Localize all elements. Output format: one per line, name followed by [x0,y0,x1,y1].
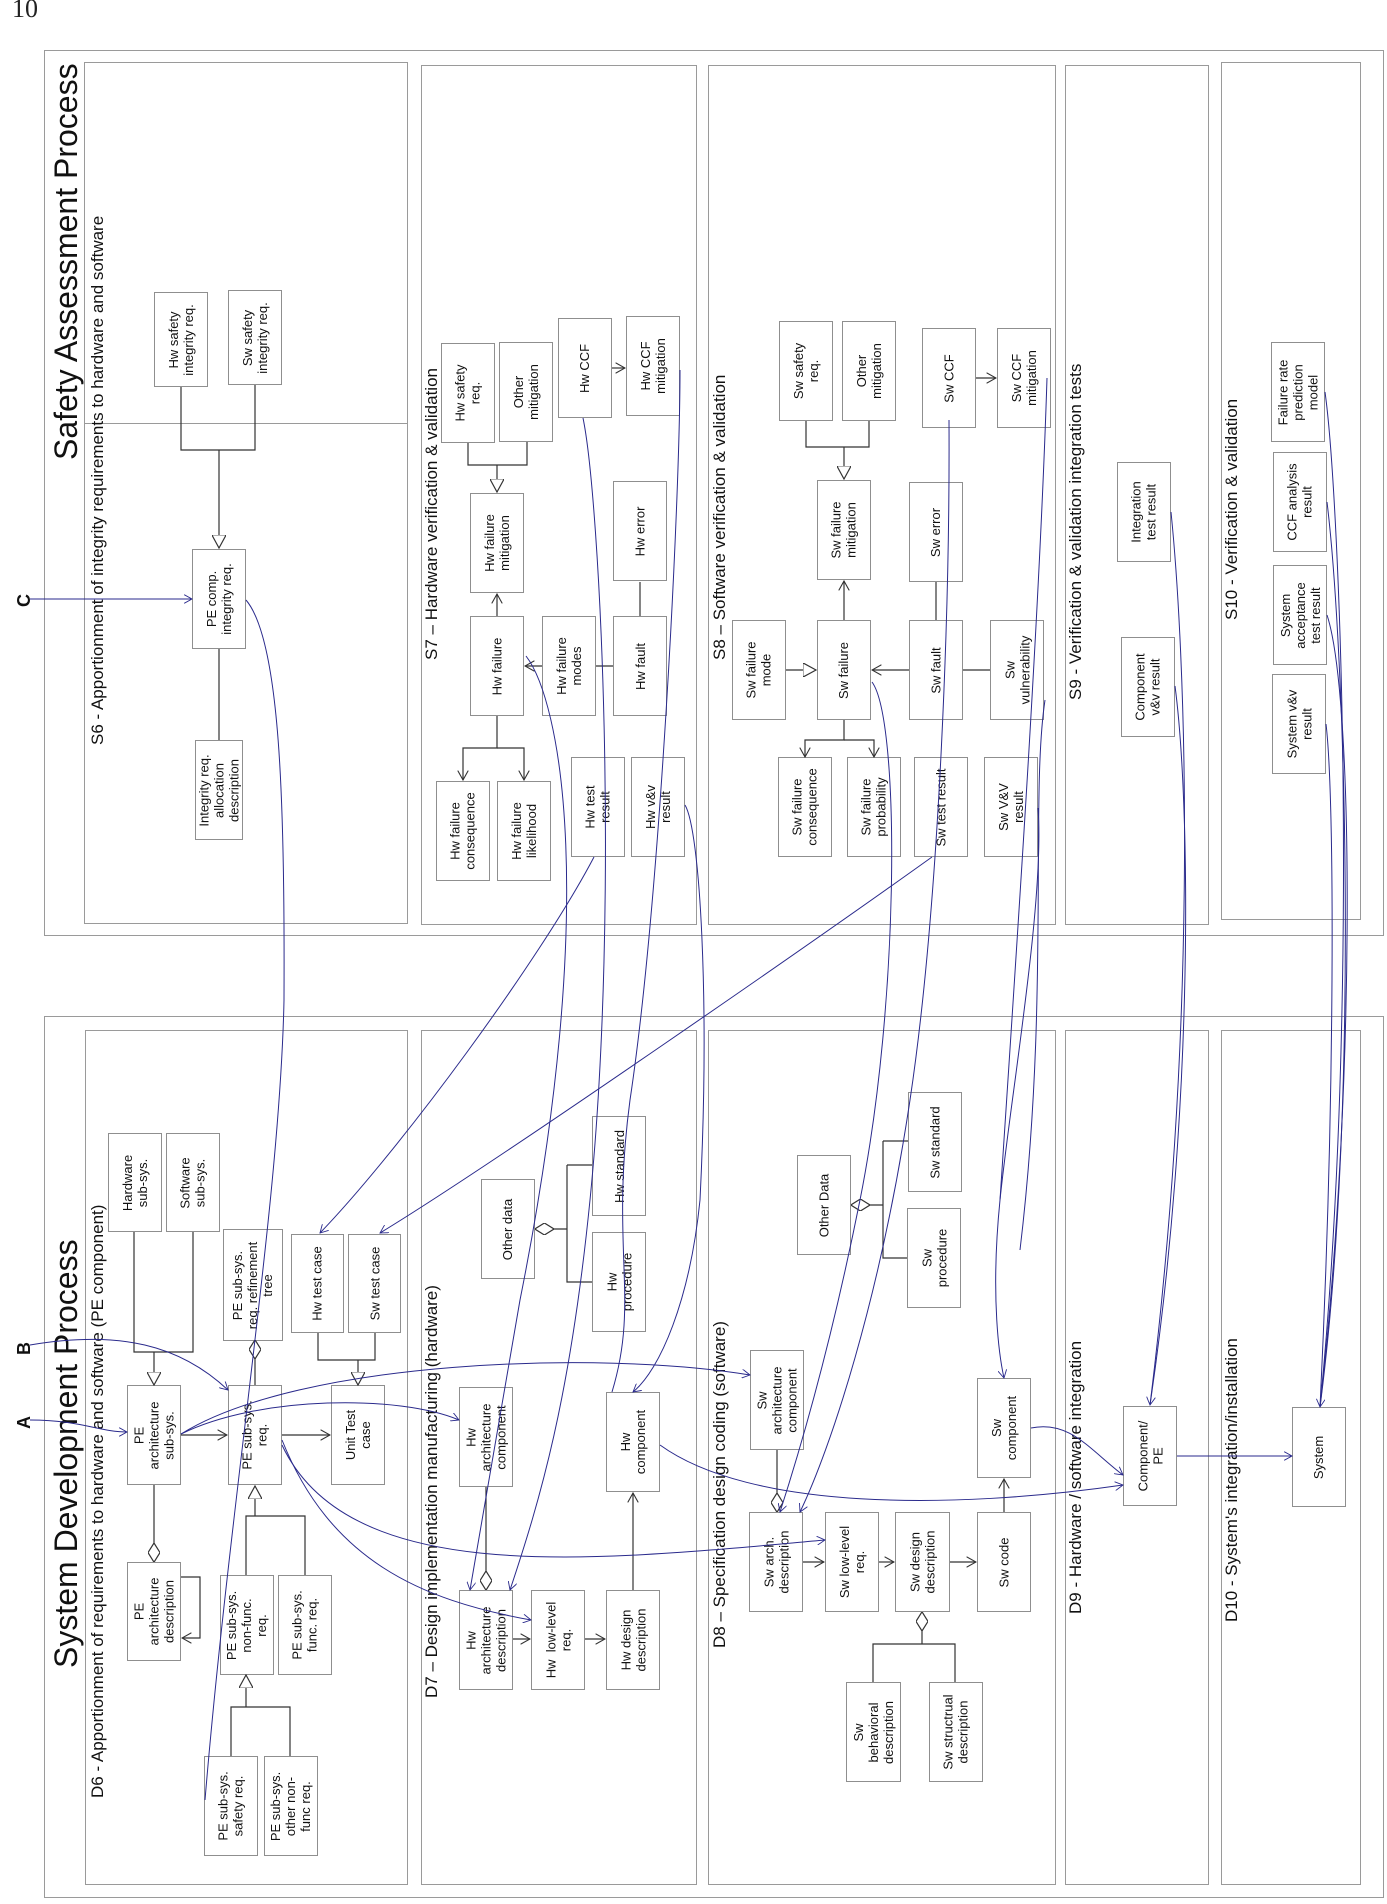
node-pe-architecture-sub-sys[interactable]: PE architecture sub-sys. [127,1385,181,1485]
node-sw-test-result[interactable]: Sw test result [914,757,968,857]
lane-s6-title: S6 - Apportionment of integrity requirem… [88,215,107,745]
node-sw-failure-consequence[interactable]: Sw failure consequence [778,757,832,857]
lane-s9-title: S9 - Verification & validation integrati… [1066,363,1085,700]
node-hw-architecture-component[interactable]: Hw architecture component [459,1387,513,1487]
node-sw-error[interactable]: Sw error [909,482,963,582]
node-sw-fault[interactable]: Sw fault [909,620,963,720]
node-unit-test-case[interactable]: Unit Test case [331,1385,385,1485]
node-hw-failure-consequence[interactable]: Hw failure consequence [436,781,490,881]
node-d8-other-data[interactable]: Other Data [797,1155,851,1255]
node-hw-procedure[interactable]: Hw procedure [592,1232,646,1332]
node-system-vv-result[interactable]: System v&v result [1272,674,1326,774]
node-pe-architecture-description[interactable]: PE architecture description [127,1562,181,1661]
node-sw-vulnerability[interactable]: Sw vulnerability [990,620,1044,720]
node-ccf-analysis-result[interactable]: CCF analysis result [1273,452,1327,552]
node-hardware-sub-sys[interactable]: Hardware sub-sys. [108,1133,162,1232]
node-hw-failure[interactable]: Hw failure [470,616,524,716]
node-hw-other-mitigation[interactable]: Other mitigation [499,342,553,442]
lane-s6-body [84,62,408,924]
node-sw-standard[interactable]: Sw standard [908,1092,962,1192]
lane-s10 [1221,62,1361,920]
node-hw-component[interactable]: Hw component [606,1392,660,1492]
node-sw-low-level-req[interactable]: Sw low-level req. [825,1512,879,1612]
node-hw-test-case[interactable]: Hw test case [291,1234,344,1333]
node-sw-failure-mode[interactable]: Sw failure mode [732,620,786,720]
node-system-acceptance-test-result[interactable]: System acceptance test result [1273,565,1327,665]
node-integration-test-result[interactable]: Integration test result [1117,462,1171,562]
node-sw-structural-description[interactable]: Sw structrual description [929,1682,983,1782]
connector-c: C [14,594,34,607]
node-sw-safety-integrity-req[interactable]: Sw safety integrity req. [228,290,282,385]
node-sw-behavioral-description[interactable]: Sw behavioral description [846,1682,901,1782]
node-hw-safety-req[interactable]: Hw safety req. [441,343,495,443]
lane-d8-title: D8 – Specification design coding (softwa… [710,1321,729,1648]
node-software-sub-sys[interactable]: Software sub-sys. [166,1133,220,1232]
node-sw-vv-result[interactable]: Sw V&V result [984,757,1038,857]
node-component-pe[interactable]: Component/ PE [1123,1406,1177,1506]
node-sw-ccf[interactable]: Sw CCF [922,328,976,428]
node-hw-design-description[interactable]: Hw design description [606,1590,660,1690]
node-pe-sub-sys-req[interactable]: PE sub-sys. req. [228,1385,282,1485]
node-hw-failure-modes[interactable]: Hw failure modes [542,616,596,716]
development-process-title: System Development Process [48,1239,84,1668]
node-sw-ccf-mitigation[interactable]: Sw CCF mitigation [997,328,1051,428]
node-pe-sub-sys-other-non-func-req[interactable]: PE sub-sys. other non- func req. [264,1756,318,1856]
node-sw-architecture-component[interactable]: Sw architecture component [750,1350,804,1450]
lane-d7-title: D7 – Design implementation manufacturing… [422,1285,441,1698]
connector-b: B [14,1342,34,1355]
node-hw-test-result[interactable]: Hw test result [571,757,625,857]
node-hw-architecture-description[interactable]: Hw architecture description [459,1590,513,1690]
node-sw-design-description[interactable]: Sw design description [895,1512,950,1612]
node-hw-error[interactable]: Hw error [613,481,667,581]
lane-s10-title: S10 - Verification & validation [1222,398,1241,620]
lane-d10 [1221,1030,1361,1885]
node-sw-failure-probability[interactable]: Sw failure probability [847,757,901,857]
connector-a: A [14,1416,34,1429]
node-sw-failure[interactable]: Sw failure [817,620,871,720]
node-integrity-req-allocation-description[interactable]: Integrity req. allocation description [195,740,243,840]
lane-d9-title: D9 - Hardware / software integration [1066,1340,1085,1614]
node-sw-other-mitigation[interactable]: Other mitigation [842,321,896,421]
lane-d10-title: D10 - System's integration/installation [1222,1338,1241,1622]
node-pe-comp-integrity-req[interactable]: PE comp. integrity req. [192,549,246,649]
safety-process-title: Safety Assessment Process [48,63,84,460]
node-failure-rate-prediction-model[interactable]: Failure rate prediction model [1271,342,1325,442]
node-system[interactable]: System [1292,1407,1346,1507]
node-hw-vv-result[interactable]: Hw v&v result [631,757,685,857]
node-hw-fault[interactable]: Hw fault [613,616,667,716]
node-d7-other-data[interactable]: Other data [481,1179,535,1279]
node-hw-safety-integrity-req[interactable]: Hw safety integrity req. [154,292,208,387]
node-pe-sub-sys-func-req[interactable]: PE sub-sys. func. req. [278,1575,332,1675]
lane-s8-title: S8 – Software verification & validation [710,374,729,660]
node-hw-ccf-mitigation[interactable]: Hw CCF mitigation [626,316,680,416]
node-sw-code[interactable]: Sw code [977,1512,1031,1612]
node-sw-component[interactable]: Sw component [977,1378,1031,1478]
node-sw-safety-req[interactable]: Sw safety req. [779,321,833,421]
node-hw-failure-mitigation[interactable]: Hw failure mitigation [470,493,524,593]
node-sw-procedure[interactable]: Sw procedure [907,1208,961,1308]
lane-s9 [1065,65,1209,925]
lane-d6-title: D6 - Apportionment of requirements to ha… [88,1204,107,1798]
page-number: 10 [12,0,38,23]
node-component-vv-result[interactable]: Component v&v result [1121,637,1175,737]
node-hw-low-level-req[interactable]: Hw low-level req. [531,1590,585,1690]
node-pe-sub-sys-safety-req[interactable]: PE sub-sys. safety req. [204,1756,258,1856]
node-hw-ccf[interactable]: Hw CCF [558,318,612,418]
node-pe-sub-sys-non-func-req[interactable]: PE sub-sys. non-func. req. [220,1575,274,1675]
node-sw-failure-mitigation[interactable]: Sw failure mitigation [817,480,871,580]
lane-s7-title: S7 – Hardware verification & validation [422,368,441,660]
node-pe-sub-sys-req-refinement-tree[interactable]: PE sub-sys. req. refinement tree [223,1229,283,1341]
node-sw-arch-description[interactable]: Sw arch. description [749,1512,803,1612]
node-sw-test-case[interactable]: Sw test case [348,1234,401,1333]
node-hw-standard[interactable]: Hw standard [592,1116,646,1216]
node-hw-failure-likelihood[interactable]: Hw failure likelihood [497,781,551,881]
